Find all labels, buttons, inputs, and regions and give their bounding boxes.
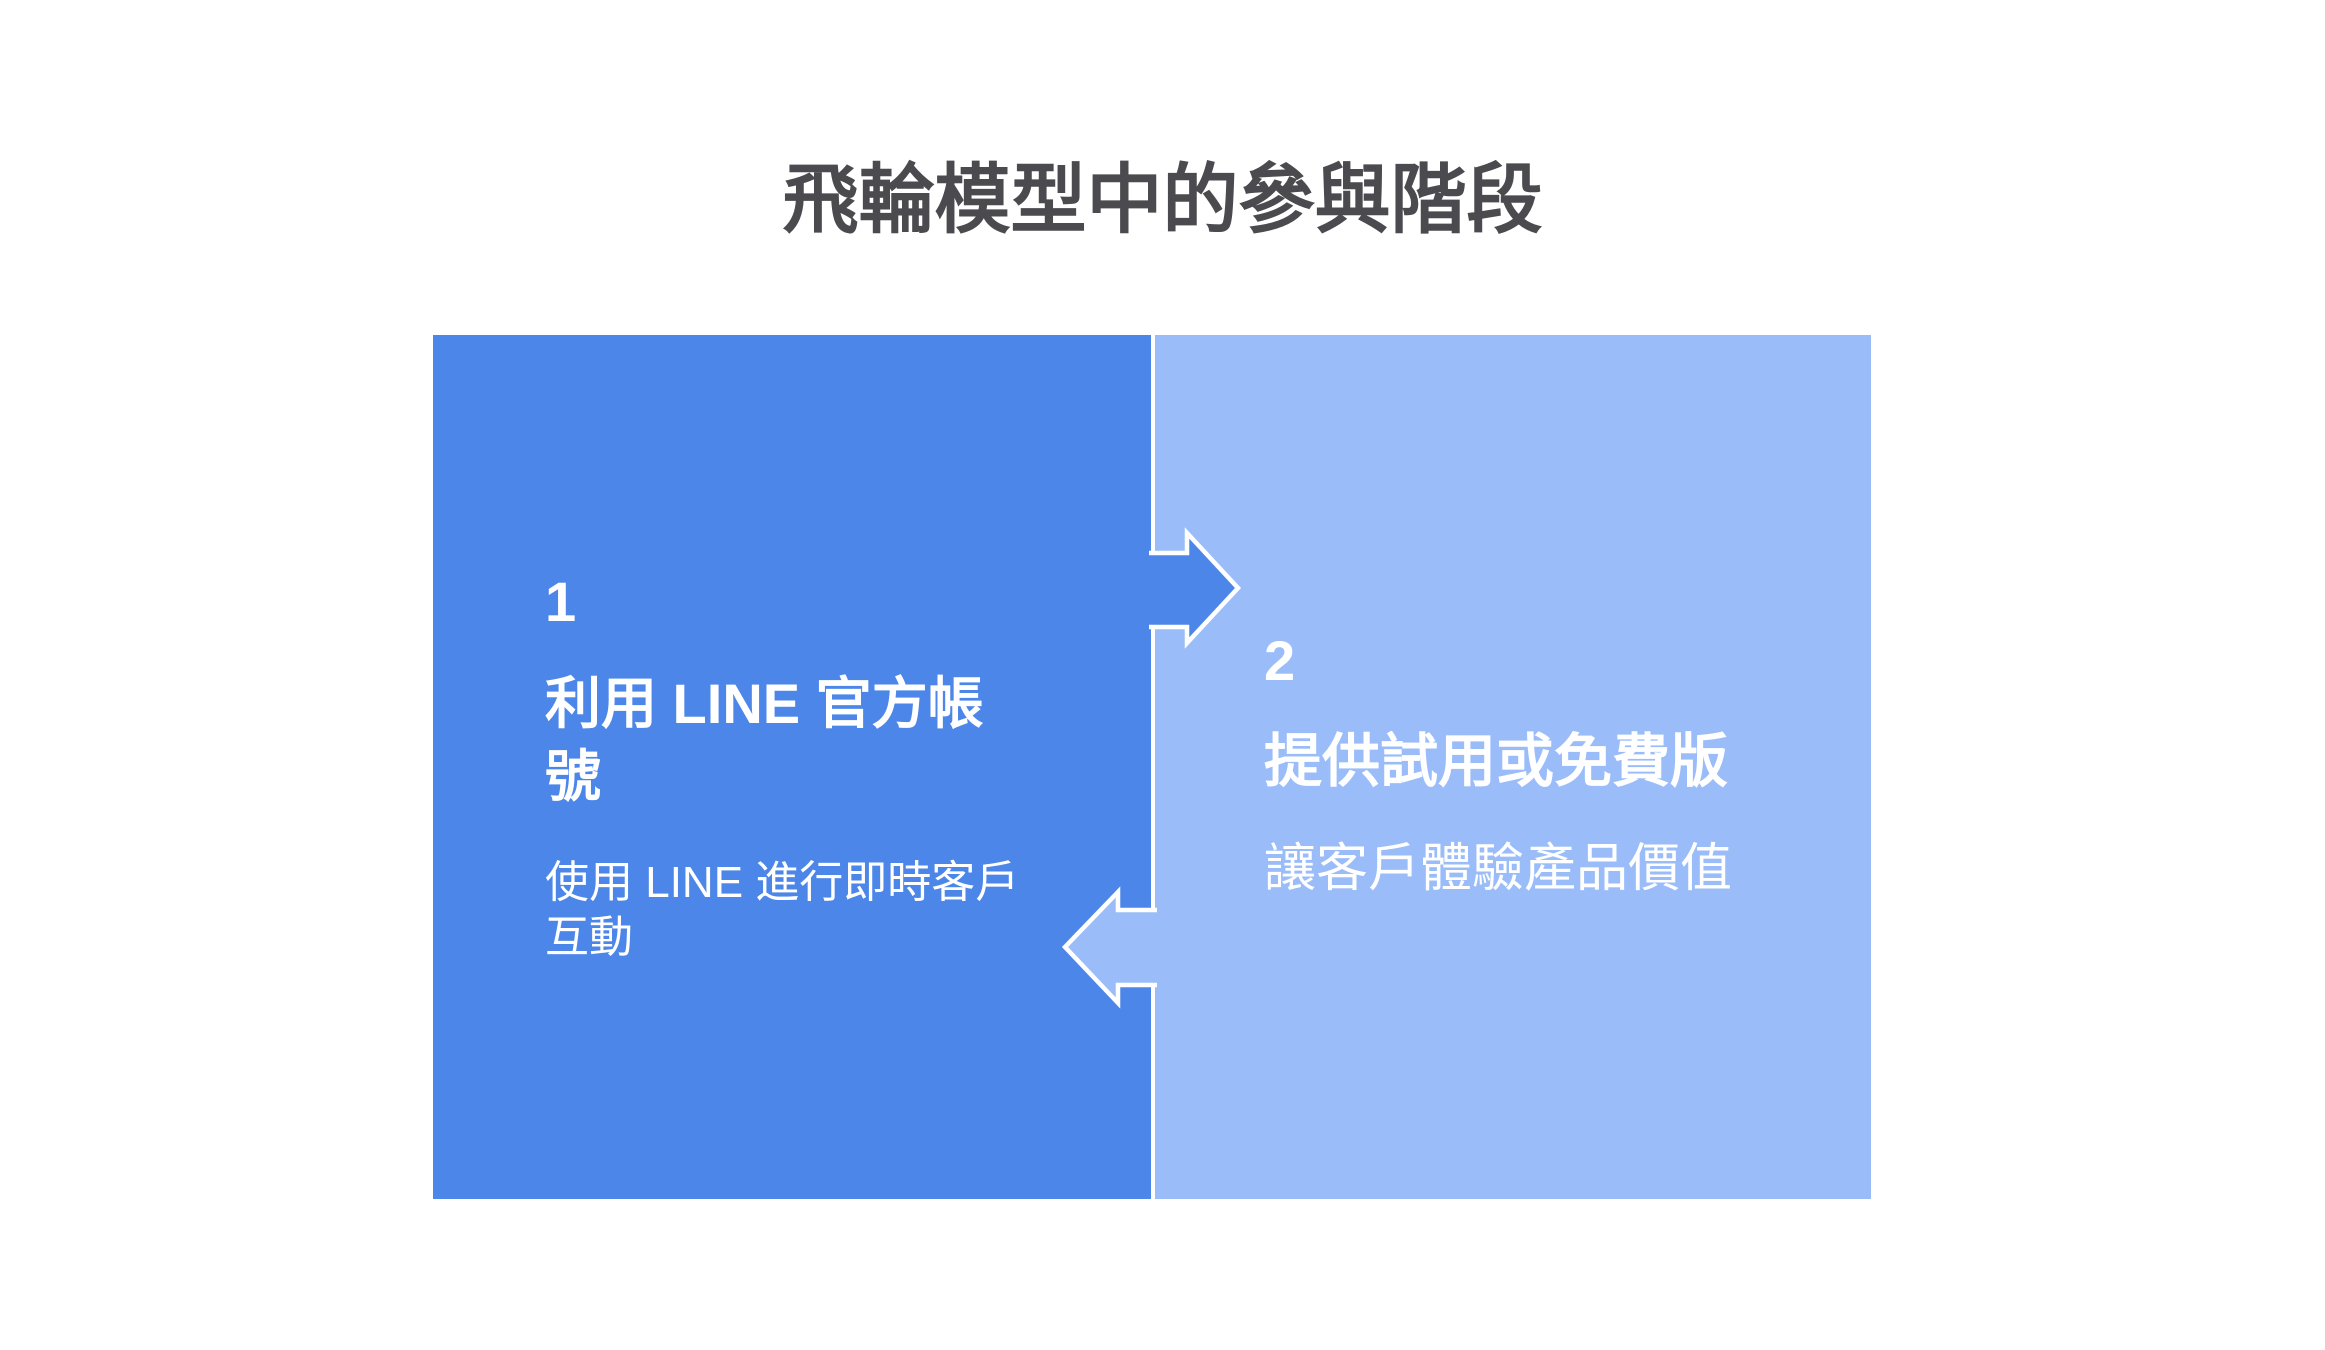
step-1-description: 使用 LINE 進行即時客戶 互動 <box>545 858 1020 962</box>
step-2-heading: 提供試用或免費版 <box>1264 729 1729 794</box>
step-2-number: 2 <box>1264 629 1296 692</box>
step-1-heading: 利用 LINE 官方帳 號 <box>545 672 984 808</box>
step-1-number: 1 <box>545 570 577 633</box>
page-title: 飛輪模型中的參與階段 <box>782 158 1543 243</box>
step-2-panel: 2 提供試用或免費版 讓客戶體驗產品價值 <box>1155 335 1871 1199</box>
step-1-panel: 1 利用 LINE 官方帳 號 使用 LINE 進行即時客戶 互動 <box>433 335 1151 1199</box>
step-2-description: 讓客戶體驗產品價值 <box>1264 840 1733 898</box>
flywheel-engagement-diagram: 1 利用 LINE 官方帳 號 使用 LINE 進行即時客戶 互動 2 提供試用… <box>433 335 1871 1199</box>
